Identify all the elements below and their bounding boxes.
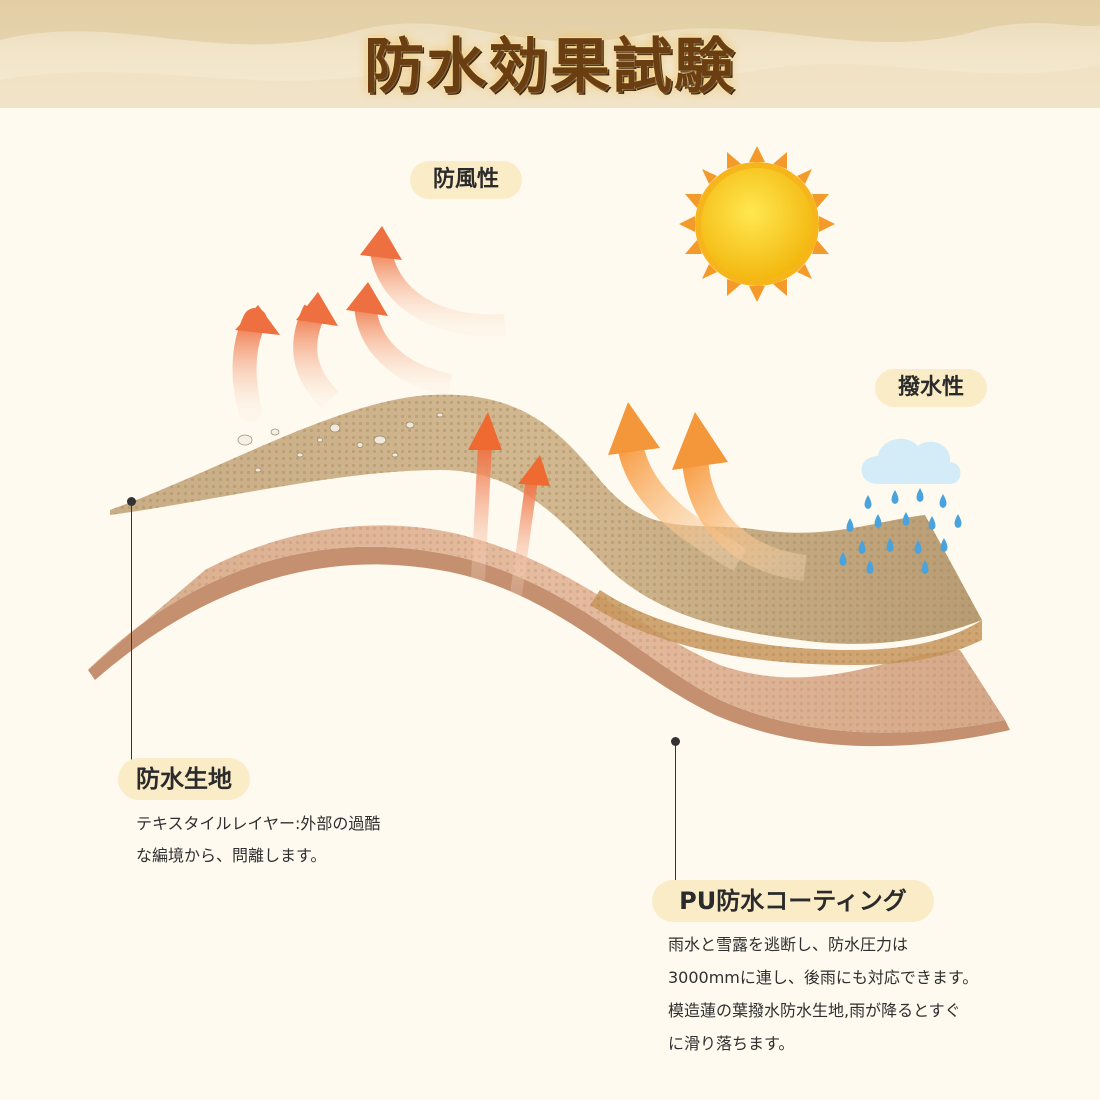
coating-leader-line bbox=[675, 742, 676, 882]
fabric-description-line: テキスタイルレイヤー:外部の過酷 bbox=[136, 814, 381, 833]
coating-description: 雨水と雪露を逃断し、防水圧力は 3000mmに連し、後雨にも対応できます。 模造… bbox=[668, 928, 978, 1060]
heat-arrow-icon bbox=[232, 226, 807, 596]
coating-description-line: 雨水と雪露を逃断し、防水圧力は bbox=[668, 935, 909, 954]
coating-description-line: に滑り落ちます。 bbox=[668, 1034, 795, 1053]
sun-icon bbox=[679, 146, 835, 302]
page-title: 防水効果試験 bbox=[364, 32, 736, 102]
rain-cloud-icon bbox=[839, 438, 962, 574]
water-drop-icon bbox=[237, 412, 444, 473]
fabric-marker-dot bbox=[127, 497, 136, 506]
fabric-description-line: な編境から、問離します。 bbox=[136, 846, 327, 865]
bottom-fabric-layer bbox=[88, 525, 1010, 747]
coating-marker-dot bbox=[671, 737, 680, 746]
water-repellent-label: 撥水性 bbox=[875, 369, 987, 407]
coating-label: PU防水コーティング bbox=[652, 880, 934, 922]
coating-description-line: 3000mmに連し、後雨にも対応できます。 bbox=[668, 968, 979, 987]
top-fabric-layer bbox=[110, 394, 982, 665]
coating-description-line: 模造蓮の葉撥水防水生地,雨が降るとすぐ bbox=[668, 1001, 961, 1020]
fabric-leader-line bbox=[131, 502, 132, 760]
fabric-label: 防水生地 bbox=[118, 758, 250, 800]
fabric-description: テキスタイルレイヤー:外部の過酷 な編境から、問離します。 bbox=[136, 808, 380, 872]
sand-texture bbox=[0, 0, 1100, 108]
header-banner: 防水効果試験 bbox=[0, 0, 1100, 108]
windproof-label: 防風性 bbox=[410, 161, 522, 199]
